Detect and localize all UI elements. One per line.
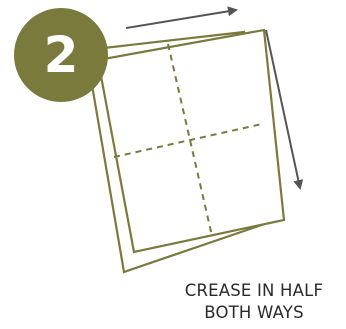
instruction-caption: CREASE IN HALF BOTH WAYS: [162, 280, 346, 324]
step-number-badge: 2: [14, 8, 108, 102]
arrow-right-icon: [126, 10, 236, 28]
step-number: 2: [44, 30, 79, 80]
caption-line-2: BOTH WAYS: [162, 302, 346, 324]
caption-line-1: CREASE IN HALF: [162, 280, 346, 302]
